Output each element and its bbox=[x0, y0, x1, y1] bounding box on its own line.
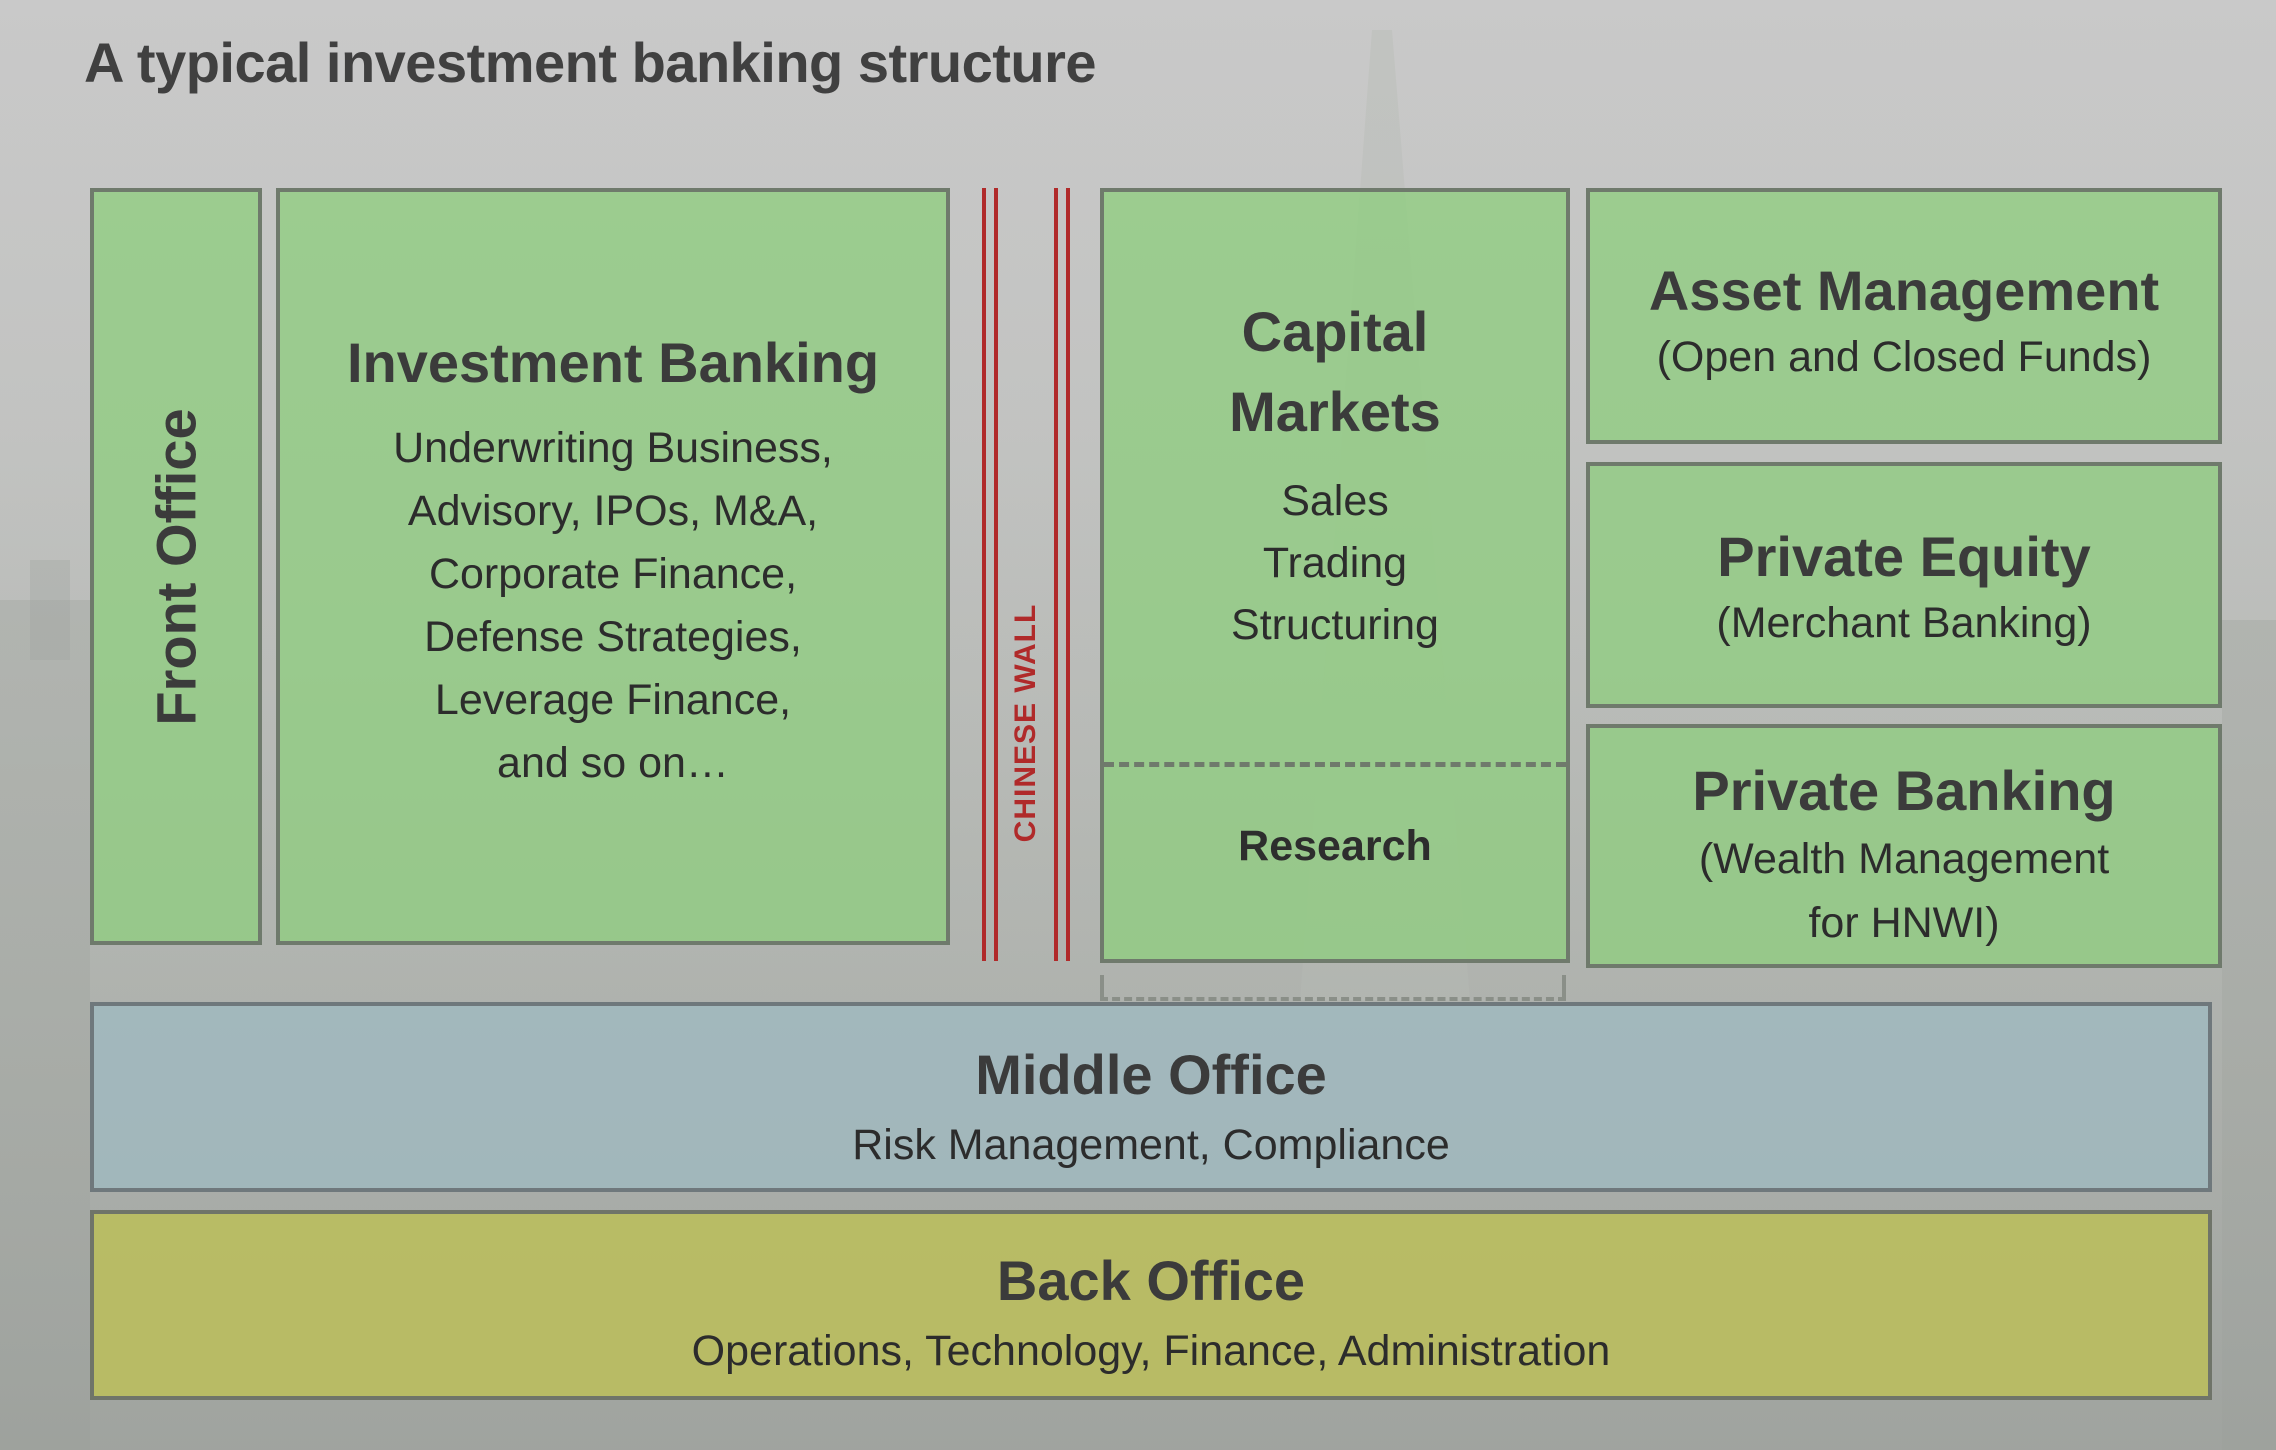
investment-banking-description: Underwriting Business, Advisory, IPOs, M… bbox=[280, 417, 946, 795]
private-banking-heading: Private Banking bbox=[1692, 759, 2116, 822]
wall-line bbox=[982, 188, 986, 961]
private-equity-heading: Private Equity bbox=[1717, 525, 2091, 588]
wall-line bbox=[1054, 188, 1058, 961]
ib-line: Underwriting Business, bbox=[393, 424, 833, 472]
ib-line: Defense Strategies, bbox=[424, 613, 802, 661]
capital-markets-heading: Capital Markets bbox=[1104, 292, 1566, 452]
middle-office-box: Middle Office Risk Management, Complianc… bbox=[90, 1002, 2212, 1192]
capital-markets-item: Trading bbox=[1262, 539, 1408, 587]
front-office-label: Front Office bbox=[144, 407, 208, 726]
back-office-sub: Operations, Technology, Finance, Adminis… bbox=[691, 1327, 1611, 1375]
wall-line bbox=[994, 188, 998, 961]
research-label: Research bbox=[1238, 822, 1432, 870]
connector-dash bbox=[1100, 997, 1566, 1001]
ib-line: and so on… bbox=[497, 739, 729, 787]
investment-banking-heading: Investment Banking bbox=[346, 331, 880, 394]
ib-line: Advisory, IPOs, M&A, bbox=[407, 487, 819, 535]
research-divider bbox=[1104, 762, 1566, 767]
capital-markets-box: Capital Markets Sales Trading Structurin… bbox=[1100, 188, 1570, 963]
private-banking-sub: (Wealth Management for HNWI) bbox=[1590, 827, 2218, 955]
connector-tick bbox=[1100, 975, 1104, 1001]
back-office-box: Back Office Operations, Technology, Fina… bbox=[90, 1210, 2212, 1400]
wall-line bbox=[1066, 188, 1070, 961]
asset-management-sub: (Open and Closed Funds) bbox=[1656, 333, 2152, 381]
ib-line: Leverage Finance, bbox=[434, 676, 792, 724]
capital-markets-connector bbox=[1100, 975, 1566, 1001]
page-title: A typical investment banking structure bbox=[84, 31, 1097, 94]
middle-office-heading: Middle Office bbox=[975, 1043, 1327, 1106]
capital-markets-items: Sales Trading Structuring bbox=[1104, 470, 1566, 656]
middle-office-sub: Risk Management, Compliance bbox=[852, 1121, 1450, 1169]
private-banking-box: Private Banking (Wealth Management for H… bbox=[1586, 724, 2222, 968]
ib-line: Corporate Finance, bbox=[428, 550, 798, 598]
private-equity-box: Private Equity (Merchant Banking) bbox=[1586, 462, 2222, 708]
chinese-wall: CHINESE WALL bbox=[978, 188, 1074, 961]
asset-management-heading: Asset Management bbox=[1648, 259, 2160, 322]
private-equity-sub: (Merchant Banking) bbox=[1716, 599, 2092, 647]
private-banking-sub-line: for HNWI) bbox=[1808, 899, 2000, 947]
investment-banking-box: Investment Banking Underwriting Business… bbox=[276, 188, 950, 945]
capital-markets-item: Structuring bbox=[1231, 601, 1439, 649]
back-office-heading: Back Office bbox=[996, 1249, 1306, 1312]
asset-management-box: Asset Management (Open and Closed Funds) bbox=[1586, 188, 2222, 444]
connector-tick bbox=[1562, 975, 1566, 1001]
chinese-wall-label: CHINESE WALL bbox=[1009, 603, 1042, 843]
capital-markets-heading-line: Markets bbox=[1229, 380, 1441, 443]
front-office-box: Front Office bbox=[90, 188, 262, 945]
capital-markets-item: Sales bbox=[1281, 477, 1389, 525]
capital-markets-heading-line: Capital bbox=[1241, 300, 1429, 363]
private-banking-sub-line: (Wealth Management bbox=[1698, 835, 2110, 883]
